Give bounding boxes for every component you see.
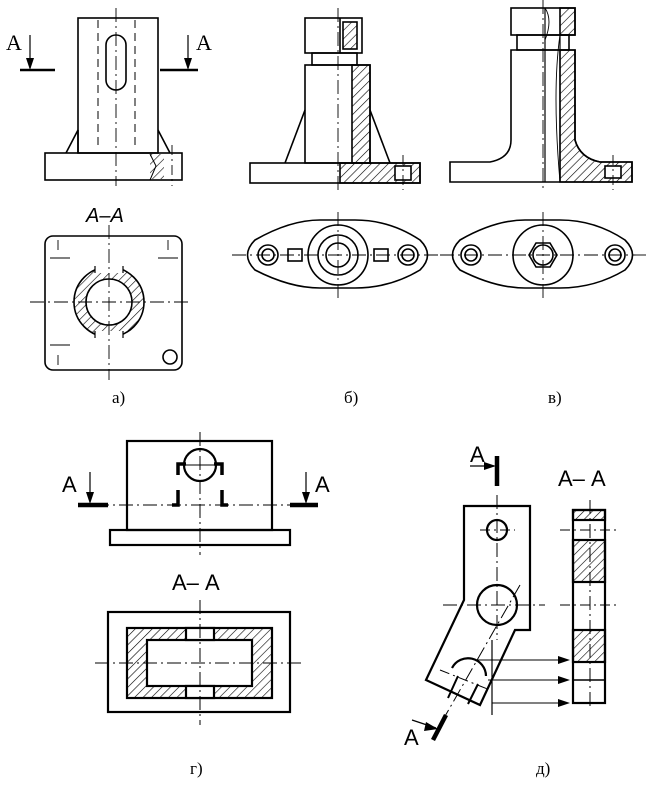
figure-g-section-title: А– А [172, 570, 220, 595]
figure-b [232, 8, 440, 298]
figure-v [440, 0, 650, 298]
figure-d-projection-lines [475, 656, 570, 707]
caption-g: г) [190, 759, 203, 778]
figure-d-section-title: А– А [558, 466, 606, 491]
figure-d-main-view [424, 495, 545, 726]
figure-d-section-view [560, 500, 620, 710]
figure-a [20, 8, 198, 380]
figure-b-front-view [249, 8, 421, 190]
figure-g-mark-right: А [315, 472, 330, 497]
figure-g-section-arrows [78, 472, 318, 508]
figure-g-mark-left: А [62, 472, 77, 497]
figure-g-section-view [95, 600, 305, 725]
figure-d-section-arrows [411, 456, 500, 742]
figure-g-front-view [95, 432, 300, 555]
caption-a: а) [112, 388, 125, 407]
figure-a-mark-right: А [196, 30, 212, 55]
figure-a-section-arrows [20, 35, 198, 72]
figure-b-top-view [232, 212, 440, 298]
figure-a-section-title: А–А [85, 205, 124, 227]
figure-a-front-view [44, 8, 183, 186]
figure-g [78, 432, 318, 725]
caption-v: в) [548, 388, 562, 407]
figure-a-section-view [30, 225, 190, 380]
figure-d-mark-top: А [470, 442, 485, 467]
caption-b: б) [344, 388, 358, 407]
figure-d-mark-bottom: А [404, 725, 419, 750]
figure-v-front-view [449, 0, 633, 190]
figure-d [411, 456, 620, 742]
figure-v-top-view [440, 212, 650, 298]
figure-a-mark-left: А [6, 30, 22, 55]
caption-d: д) [536, 759, 550, 778]
